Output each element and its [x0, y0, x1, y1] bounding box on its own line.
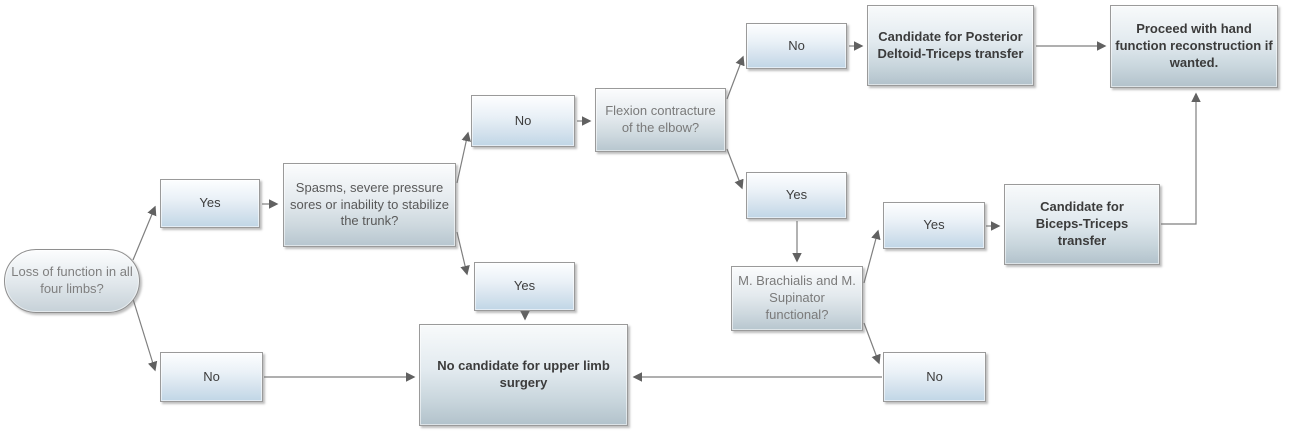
node-proceed-hand-reconstruction: Proceed with hand function reconstructio…: [1110, 5, 1278, 88]
node-label: Yes: [513, 278, 536, 294]
node-start-terminator: Loss of function in all four limbs?: [4, 249, 140, 313]
node-yes-far-right: Yes: [883, 202, 985, 249]
node-posterior-deltoid-transfer: Candidate for Posterior Deltoid-Triceps …: [867, 5, 1034, 86]
node-label: No: [203, 368, 220, 384]
node-label: No candidate for upper limb surgery: [437, 358, 610, 390]
connector-flexion-yes: [726, 148, 744, 190]
node-label: Candidate for Posterior Deltoid-Triceps …: [877, 28, 1024, 61]
node-no-top: No: [471, 95, 575, 147]
node-spasms-question: Spasms, severe pressure sores or inabili…: [283, 163, 456, 247]
connector-spasms-no: [456, 131, 471, 184]
node-no-upper-right: No: [746, 23, 847, 69]
node-label: No: [514, 112, 532, 128]
connector-biceps-proceed: [1161, 92, 1201, 225]
node-label: Yes: [785, 187, 808, 203]
connector-brachialis-no: [863, 322, 881, 365]
node-label: No: [788, 37, 805, 53]
node-label: Yes: [199, 195, 221, 211]
node-yes-mid: Yes: [474, 262, 575, 311]
node-no-candidate-surgery: No candidate for upper limb surgery: [419, 324, 628, 426]
node-flexion-question: Flexion contracture of the elbow?: [595, 88, 726, 152]
connector-flexion-no: [726, 55, 745, 100]
node-label: Spasms, severe pressure sores or inabili…: [290, 179, 449, 229]
node-label: Candidate for Biceps-Triceps transfer: [1035, 199, 1129, 248]
connector-start-yes: [132, 205, 157, 261]
node-label: Flexion contracture of the elbow?: [605, 103, 716, 135]
node-no-bottom-left: No: [160, 352, 263, 402]
node-label: M. Brachialis and M. Supinator functiona…: [738, 273, 856, 322]
node-label: Loss of function in all four limbs?: [11, 264, 133, 296]
node-label: Yes: [923, 217, 945, 233]
node-no-bottom-right: No: [883, 352, 986, 402]
node-yes-mid-right: Yes: [746, 172, 847, 219]
node-label: Proceed with hand function reconstructio…: [1115, 21, 1273, 70]
connector-spasms-yes: [456, 231, 470, 276]
node-biceps-triceps-transfer: Candidate for Biceps-Triceps transfer: [1004, 184, 1160, 265]
connector-brachialis-yes: [863, 229, 881, 284]
node-label: No: [926, 368, 943, 384]
node-yes-top: Yes: [160, 179, 260, 228]
node-brachialis-question: M. Brachialis and M. Supinator functiona…: [731, 266, 863, 331]
connector-start-no: [132, 298, 158, 372]
